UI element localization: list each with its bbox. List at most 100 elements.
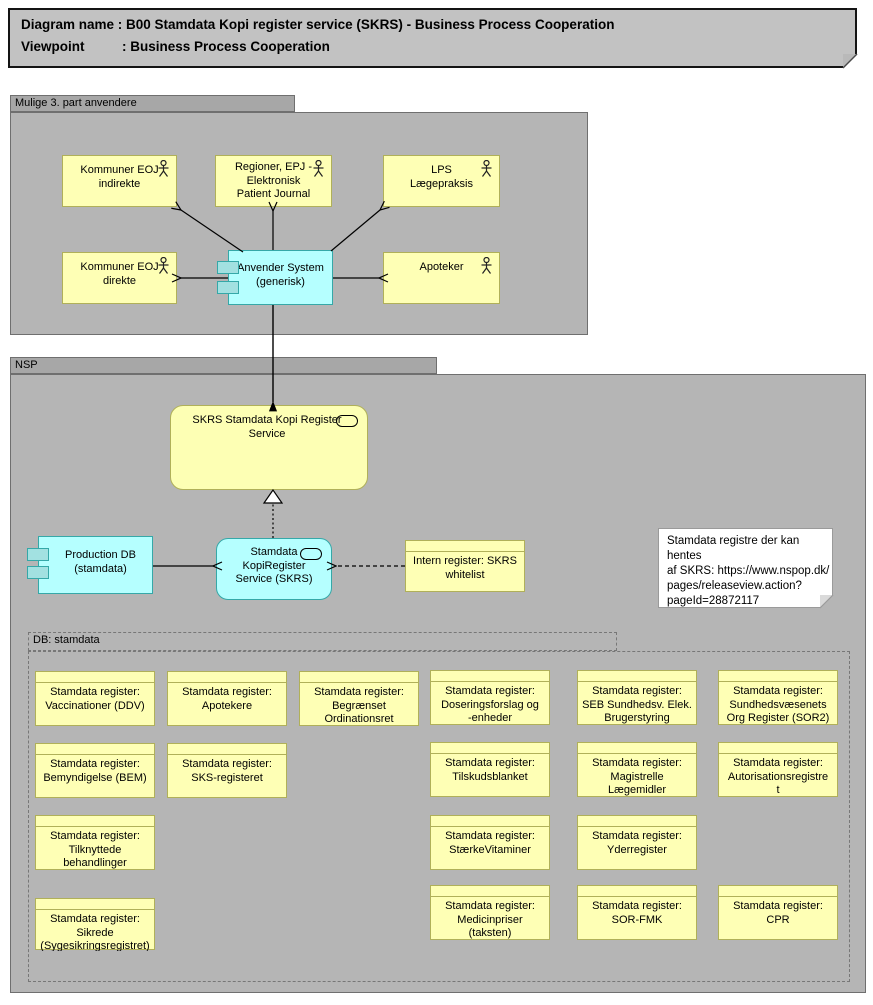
component-icon (27, 566, 49, 579)
object-label: Stamdata register: Doseringsforslag og -… (441, 685, 539, 724)
object-top-band (406, 541, 524, 552)
service-stamdata-kopiregister[interactable]: Stamdata KopiRegister Service (SKRS) (216, 538, 332, 600)
object-register-seb-brugerstyring[interactable]: Stamdata register: SEB Sundhedsv. Elek. … (577, 670, 697, 725)
object-top-band (300, 672, 418, 683)
object-top-band (168, 672, 286, 683)
actor-icon (481, 160, 492, 177)
object-label: Stamdata register: Apotekere (182, 686, 272, 712)
component-label: Anvender System (generisk) (237, 262, 324, 288)
actor-icon (158, 257, 169, 274)
object-label: Stamdata register: SKS-registeret (182, 758, 272, 784)
object-top-band (719, 671, 837, 682)
actor-icon (158, 160, 169, 177)
object-top-band (36, 744, 154, 755)
object-label: Stamdata register: Begrænset Ordinations… (314, 686, 404, 725)
object-top-band (578, 816, 696, 827)
component-icon (217, 281, 239, 294)
actor-icon (481, 257, 492, 274)
group-label-nsp: NSP (15, 359, 38, 371)
object-label: Stamdata register: Tilknyttede behandlin… (50, 830, 140, 869)
object-register-sor-fmk[interactable]: Stamdata register: SOR-FMK (577, 885, 697, 940)
object-top-band (431, 886, 549, 897)
object-top-band (431, 671, 549, 682)
object-register-yderregister[interactable]: Stamdata register: Yderregister (577, 815, 697, 870)
object-top-band (431, 743, 549, 754)
object-label: Intern register: SKRS whitelist (413, 555, 517, 581)
object-top-band (36, 672, 154, 683)
object-register-tilknyttede-behandlinger[interactable]: Stamdata register: Tilknyttede behandlin… (35, 815, 155, 870)
actor-label: Kommuner EOJ direkte (80, 261, 159, 287)
service-icon (336, 415, 358, 427)
object-label: Stamdata register: SEB Sundhedsv. Elek. … (582, 685, 692, 724)
title-block-background (8, 8, 857, 68)
object-label: Stamdata register: Medicinpriser (takste… (445, 900, 535, 939)
object-label: Stamdata register: Bemyndigelse (BEM) (43, 758, 147, 784)
object-top-band (36, 816, 154, 827)
object-label: Stamdata register: Vaccinationer (DDV) (45, 686, 145, 712)
object-register-magistrelle[interactable]: Stamdata register: Magistrelle Lægemidle… (577, 742, 697, 797)
object-label: Stamdata register: StærkeVitaminer (445, 830, 535, 856)
object-register-vaccinationer[interactable]: Stamdata register: Vaccinationer (DDV) (35, 671, 155, 726)
object-register-medicinpriser[interactable]: Stamdata register: Medicinpriser (takste… (430, 885, 550, 940)
object-label: Stamdata register: Sundhedsvæsenets Org … (726, 685, 830, 724)
group-tab-db-stamdata[interactable]: DB: stamdata (28, 632, 617, 651)
component-anvender-system[interactable]: Anvender System (generisk) (228, 250, 333, 305)
component-label: Production DB (stamdata) (65, 549, 136, 575)
object-label: Stamdata register: Autorisationsregistre… (727, 757, 829, 796)
object-top-band (578, 671, 696, 682)
object-top-band (719, 743, 837, 754)
object-register-doseringsforslag[interactable]: Stamdata register: Doseringsforslag og -… (430, 670, 550, 725)
component-production-db[interactable]: Production DB (stamdata) (38, 536, 153, 594)
group-label-db-stamdata: DB: stamdata (33, 634, 100, 646)
service-label: SKRS Stamdata Kopi Register Service (192, 414, 342, 440)
object-register-staerkevitaminer[interactable]: Stamdata register: StærkeVitaminer (430, 815, 550, 870)
actor-label: Apoteker (419, 261, 464, 273)
component-icon (217, 261, 239, 274)
object-top-band (719, 886, 837, 897)
group-tab-mulige[interactable]: Mulige 3. part anvendere (10, 95, 295, 112)
object-register-bemyndigelse[interactable]: Stamdata register: Bemyndigelse (BEM) (35, 743, 155, 798)
group-body-db-stamdata (28, 651, 850, 982)
service-icon (300, 548, 322, 560)
object-label: Stamdata register: Sikrede (Sygesikrings… (40, 913, 150, 951)
object-label: Stamdata register: Tilskudsblanket (445, 757, 535, 783)
component-icon (27, 548, 49, 561)
object-top-band (578, 743, 696, 754)
actor-kommuner-eoj-indirekte[interactable]: Kommuner EOJ indirekte (62, 155, 177, 207)
object-top-band (578, 886, 696, 897)
service-label: Stamdata KopiRegister Service (SKRS) (235, 546, 313, 585)
object-top-band (36, 899, 154, 910)
object-label: Stamdata register: SOR-FMK (592, 900, 682, 926)
actor-label: Regioner, EPJ - Elektronisk Patient Jour… (234, 161, 313, 200)
actor-lps-laegepraksis[interactable]: LPS Lægepraksis (383, 155, 500, 207)
note-text: Stamdata registre der kan hentes af SKRS… (667, 535, 830, 607)
actor-icon (313, 160, 324, 177)
object-register-apotekere[interactable]: Stamdata register: Apotekere (167, 671, 287, 726)
note-background (658, 528, 833, 608)
service-skrs-stamdata-kopi-register[interactable]: SKRS Stamdata Kopi Register Service (170, 405, 368, 490)
actor-kommuner-eoj-direkte[interactable]: Kommuner EOJ direkte (62, 252, 177, 304)
object-intern-register-whitelist[interactable]: Intern register: SKRS whitelist (405, 540, 525, 592)
group-tab-nsp[interactable]: NSP (10, 357, 437, 374)
group-label-mulige: Mulige 3. part anvendere (15, 97, 137, 109)
object-register-autorisationsregistret[interactable]: Stamdata register: Autorisationsregistre… (718, 742, 838, 797)
object-register-cpr[interactable]: Stamdata register: CPR (718, 885, 838, 940)
actor-label: Kommuner EOJ indirekte (80, 164, 159, 190)
object-register-begraenset-ordinationsret[interactable]: Stamdata register: Begrænset Ordinations… (299, 671, 419, 726)
object-label: Stamdata register: CPR (733, 900, 823, 926)
diagram-name-line: Diagram name : B00 Stamdata Kopi registe… (21, 17, 615, 32)
actor-regioner-epj[interactable]: Regioner, EPJ - Elektronisk Patient Jour… (215, 155, 332, 207)
object-top-band (168, 744, 286, 755)
object-label: Stamdata register: Yderregister (592, 830, 682, 856)
object-register-sks[interactable]: Stamdata register: SKS-registeret (167, 743, 287, 798)
note-stamdata-registre[interactable]: Stamdata registre der kan hentes af SKRS… (658, 528, 833, 608)
object-top-band (431, 816, 549, 827)
title-block: Diagram name : B00 Stamdata Kopi registe… (8, 8, 857, 68)
actor-apoteker[interactable]: Apoteker (383, 252, 500, 304)
object-register-tilskudsblanket[interactable]: Stamdata register: Tilskudsblanket (430, 742, 550, 797)
object-register-sikrede[interactable]: Stamdata register: Sikrede (Sygesikrings… (35, 898, 155, 951)
object-register-sor2[interactable]: Stamdata register: Sundhedsvæsenets Org … (718, 670, 838, 725)
object-label: Stamdata register: Magistrelle Lægemidle… (592, 757, 682, 796)
actor-label: LPS Lægepraksis (410, 164, 473, 190)
